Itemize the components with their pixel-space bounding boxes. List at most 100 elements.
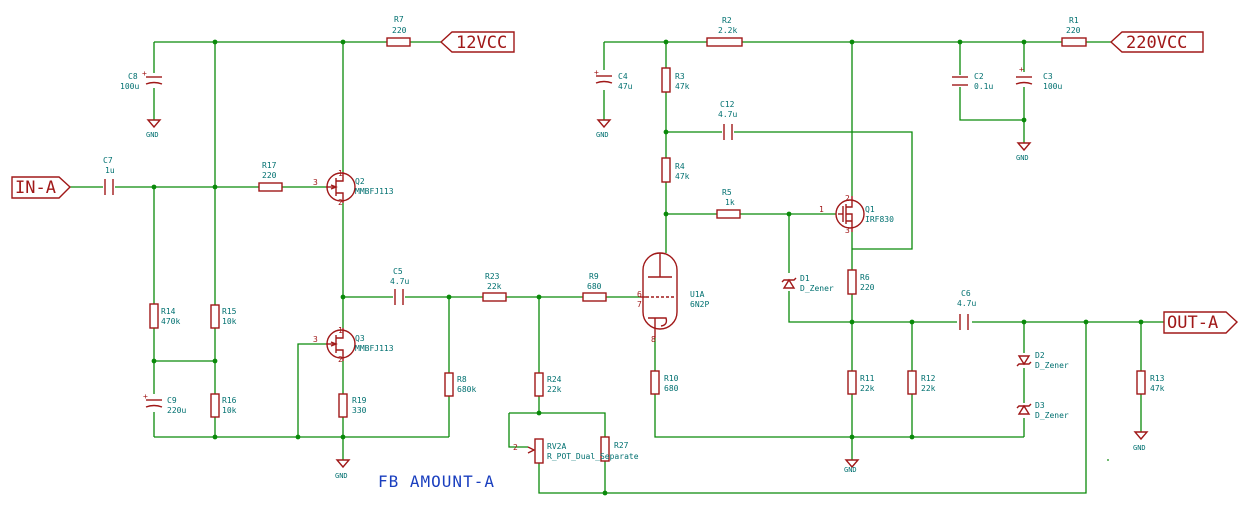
svg-text:GND: GND	[146, 131, 159, 139]
svg-text:GND: GND	[1016, 154, 1029, 162]
svg-text:+: +	[143, 392, 148, 401]
svg-text:MMBFJ113: MMBFJ113	[355, 344, 394, 353]
svg-text:47k: 47k	[1150, 384, 1165, 393]
gnd-r13: GND	[1133, 431, 1149, 452]
resistor-r11: R11 22k	[847, 370, 875, 395]
svg-text:22k: 22k	[487, 282, 502, 291]
svg-text:1: 1	[338, 326, 343, 335]
port-220vcc: 220VCC	[1109, 31, 1204, 53]
svg-text:R2: R2	[722, 16, 732, 25]
svg-text:1k: 1k	[725, 198, 735, 207]
resistor-r7: R7 220	[386, 15, 411, 47]
svg-text:U1A: U1A	[690, 290, 705, 299]
capacitor-c7: C7 1u	[103, 156, 115, 195]
svg-text:22k: 22k	[921, 384, 936, 393]
capacitor-c2: C2 0.1u	[952, 72, 993, 91]
svg-text:C6: C6	[961, 289, 971, 298]
wires	[70, 41, 1164, 494]
svg-text:D_Zener: D_Zener	[1035, 411, 1069, 420]
resistor-r17: R17 220	[258, 161, 283, 192]
svg-text:R27: R27	[614, 441, 629, 450]
port-12vcc: 12VCC	[439, 31, 515, 53]
resistor-r19: R19 330	[338, 393, 367, 418]
svg-text:+: +	[1019, 65, 1024, 74]
port-in-a: IN-A	[11, 176, 72, 199]
capacitor-c6: C6 4.7u	[957, 289, 976, 330]
gnd-c4: GND	[596, 119, 612, 139]
gnd-q3: GND	[335, 459, 351, 480]
resistor-r13: R13 47k	[1136, 370, 1165, 395]
svg-text:D_Zener: D_Zener	[800, 284, 834, 293]
svg-text:R15: R15	[222, 307, 237, 316]
svg-text:2: 2	[338, 198, 343, 207]
resistor-r15: R15 10k	[210, 304, 237, 329]
svg-text:R11: R11	[860, 374, 875, 383]
svg-text:R6: R6	[860, 273, 870, 282]
svg-text:6N2P: 6N2P	[690, 300, 709, 309]
capacitor-c12: C12 4.7u	[718, 100, 737, 140]
svg-text:R7: R7	[394, 15, 404, 24]
resistor-r5: R5 1k	[716, 188, 741, 219]
svg-text:680k: 680k	[457, 385, 476, 394]
svg-text:MMBFJ113: MMBFJ113	[355, 187, 394, 196]
resistor-r4: R4 47k	[661, 157, 690, 183]
resistor-r27: R27	[600, 436, 629, 462]
svg-text:12VCC: 12VCC	[456, 33, 507, 53]
zener-d1: D1 D_Zener	[781, 274, 834, 293]
potentiometer-rv2a: 2 RV2A R_POT_Dual_Separate	[513, 438, 639, 464]
svg-text:10k: 10k	[222, 406, 237, 415]
svg-text:C2: C2	[974, 72, 984, 81]
resistor-r6: R6 220	[847, 269, 875, 295]
svg-text:22k: 22k	[860, 384, 875, 393]
svg-text:RV2A: RV2A	[547, 442, 566, 451]
svg-text:C3: C3	[1043, 72, 1053, 81]
svg-text:220: 220	[392, 26, 407, 35]
svg-text:3: 3	[313, 178, 318, 187]
svg-text:220u: 220u	[167, 406, 186, 415]
svg-text:D2: D2	[1035, 351, 1045, 360]
svg-text:D1: D1	[800, 274, 810, 283]
junctions	[151, 39, 1144, 496]
resistor-r23: R23 22k	[482, 272, 507, 302]
resistor-r14: R14 470k	[149, 303, 180, 329]
svg-text:3: 3	[313, 335, 318, 344]
svg-text:2: 2	[845, 194, 850, 203]
svg-text:R10: R10	[664, 374, 679, 383]
svg-text:1u: 1u	[105, 166, 115, 175]
svg-text:GND: GND	[596, 131, 609, 139]
resistor-r3: R3 47k	[661, 67, 690, 93]
svg-text:4.7u: 4.7u	[390, 277, 409, 286]
svg-text:330: 330	[352, 406, 367, 415]
svg-text:R17: R17	[262, 161, 277, 170]
svg-text:C7: C7	[103, 156, 113, 165]
svg-text:C4: C4	[618, 72, 628, 81]
svg-text:4.7u: 4.7u	[957, 299, 976, 308]
svg-text:680: 680	[664, 384, 679, 393]
gnd-r11: GND	[844, 459, 860, 474]
jfet-q2: 3 1 2 Q2 MMBFJ113	[313, 169, 394, 207]
svg-text:C12: C12	[720, 100, 735, 109]
svg-text:7: 7	[637, 300, 642, 309]
mosfet-q1: 1 2 3 Q1 IRF830	[819, 194, 894, 235]
svg-text:R8: R8	[457, 375, 467, 384]
svg-text:2: 2	[338, 355, 343, 364]
svg-text:R1: R1	[1069, 16, 1079, 25]
resistor-r2: R2 2.2k	[706, 16, 743, 47]
svg-text:100u: 100u	[120, 82, 139, 91]
svg-text:IN-A: IN-A	[15, 178, 56, 198]
svg-text:2.2k: 2.2k	[718, 26, 737, 35]
capacitor-c3: + C3 100u	[1015, 65, 1062, 91]
svg-text:2: 2	[513, 443, 518, 452]
svg-text:Q1: Q1	[865, 205, 875, 214]
resistor-r16: R16 10k	[210, 393, 237, 418]
svg-text:C5: C5	[393, 267, 403, 276]
svg-text:R16: R16	[222, 396, 237, 405]
svg-text:8: 8	[651, 335, 656, 344]
capacitor-c4: + C4 47u	[594, 68, 633, 91]
svg-text:220: 220	[860, 283, 875, 292]
svg-text:R24: R24	[547, 375, 562, 384]
gnd-c8: GND	[146, 119, 162, 139]
svg-text:6: 6	[637, 290, 642, 299]
resistor-r12: R12 22k	[907, 370, 936, 395]
